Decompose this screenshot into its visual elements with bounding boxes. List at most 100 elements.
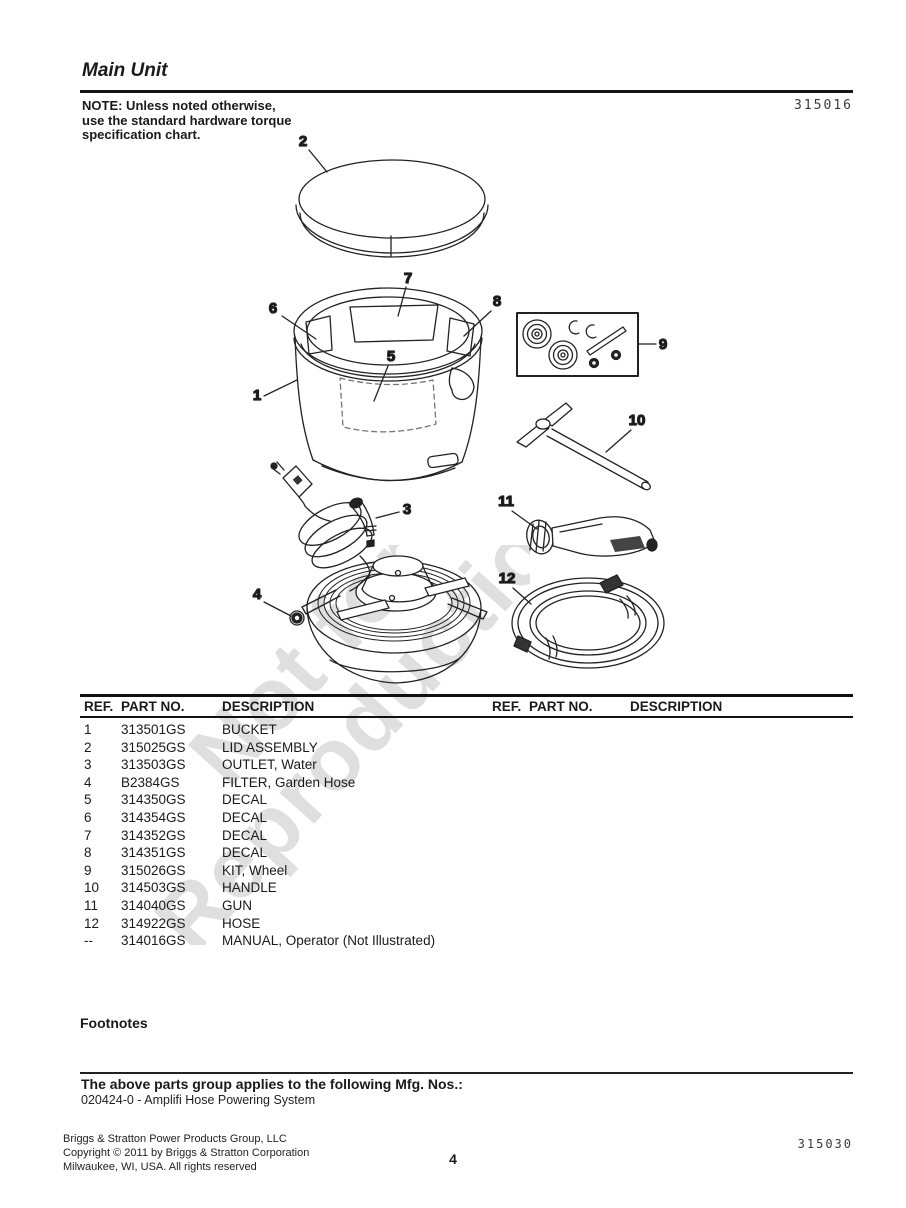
handle-drawing [516,402,651,491]
col-part-label: PART NO. [529,699,593,714]
col-desc-label: DESCRIPTION [630,699,723,714]
svg-text:4: 4 [253,586,262,603]
table-row: 3 313503GS OUTLET, Water [84,756,492,774]
wheel-kit-drawing [516,312,639,377]
table-row: 1 313501GS BUCKET [84,721,492,739]
cell-desc: BUCKET [222,722,277,737]
cell-desc: DECAL [222,827,268,843]
cell-ref: 4 [84,774,92,790]
svg-text:7: 7 [404,270,412,287]
callout-1: 1 [252,379,298,405]
cell-part: 314503GS [121,880,186,896]
cell-ref: 11 [84,897,99,913]
cell-ref: 6 [84,809,92,825]
callout-8: 8 [463,292,502,337]
cell-ref: 10 [84,880,100,896]
page-number: 4 [449,1151,457,1167]
callout-4: 4 [252,585,292,617]
table-row: 8 314351GS DECAL [84,844,492,862]
page-title: Main Unit [82,60,168,81]
parts-table: REF. PART NO. DESCRIPTION REF. PART NO. … [80,694,853,950]
cell-ref: -- [84,933,93,949]
gun-drawing [526,516,658,557]
lid-drawing [295,159,489,258]
table-row: 10 314503GS HANDLE [84,879,492,897]
cell-part: 314040GS [121,897,186,913]
svg-text:1: 1 [253,387,261,404]
svg-text:3: 3 [403,501,411,518]
torque-note: NOTE: Unless noted otherwise, use the st… [82,98,292,143]
cell-part: 313503GS [121,757,186,773]
col-ref-label: REF. [84,699,114,714]
svg-text:6: 6 [269,300,277,317]
table-row: 2 315025GS LID ASSEMBLY [84,739,492,757]
svg-text:5: 5 [387,348,395,365]
table-row: 9 315026GS KIT, Wheel [84,862,492,880]
parts-table-body: 1 313501GS BUCKET 2 315025GS LID ASSEMBL… [80,718,853,950]
cell-desc: OUTLET, Water [222,757,317,773]
col-ref-label: REF. [492,699,522,714]
cell-desc: MANUAL, Operator (Not Illustrated) [222,933,436,949]
power-cord-drawing [270,461,373,578]
cell-part: 313501GS [121,722,186,737]
cell-desc: DECAL [222,792,268,808]
svg-text:9: 9 [659,336,667,353]
callout-11: 11 [497,492,538,530]
cell-ref: 8 [84,845,92,861]
cell-part: 314922GS [121,915,186,931]
doc-number-top: 315016 [794,98,853,113]
title-rule [80,90,853,93]
parts-table-header: REF. PART NO. DESCRIPTION REF. PART NO. … [80,694,853,718]
footer-company-block: Briggs & Stratton Power Products Group, … [63,1133,310,1173]
callout-3: 3 [375,500,412,519]
mfg-applies-heading: The above parts group applies to the fol… [81,1076,463,1092]
table-row: 11 314040GS GUN [84,897,492,915]
cell-part: 315025GS [121,739,186,755]
filter-drawing [289,610,305,626]
hose-drawing [511,574,665,669]
cell-desc: LID ASSEMBLY [222,739,318,755]
svg-text:12: 12 [499,570,516,587]
table-row: 12 314922GS HOSE [84,915,492,933]
base-unit-drawing [301,555,488,684]
cell-part: 314351GS [121,845,186,861]
cell-part: 315026GS [121,862,186,878]
cell-ref: 1 [84,722,92,737]
doc-number-bottom: 315030 [797,1137,853,1151]
footnotes-heading: Footnotes [80,1015,148,1031]
cell-ref: 7 [84,827,92,843]
cell-ref: 5 [84,792,92,808]
table-row: 6 314354GS DECAL [84,809,492,827]
bucket-drawing [293,287,483,482]
cell-part: 314350GS [121,792,186,808]
outlet-drawing [349,497,377,548]
svg-text:2: 2 [299,133,307,150]
cell-part: 314354GS [121,809,186,825]
mfg-applies-item: 020424-0 - Amplifi Hose Powering System [81,1093,316,1107]
table-row: 7 314352GS DECAL [84,827,492,845]
cell-desc: KIT, Wheel [222,862,288,878]
callout-10: 10 [605,411,646,453]
callout-2: 2 [298,132,328,173]
col-desc-label: DESCRIPTION [222,699,315,714]
table-row: 4 B2384GS FILTER, Garden Hose [84,774,492,792]
svg-text:11: 11 [498,493,514,510]
callout-5: 5 [373,347,396,402]
cell-ref: 2 [84,739,92,755]
callout-6: 6 [268,299,317,340]
table-row: -- 314016GS MANUAL, Operator (Not Illust… [84,932,492,950]
footnotes-rule [80,1072,853,1074]
cell-part: 314016GS [121,933,186,949]
cell-desc: HANDLE [222,880,277,896]
cell-desc: DECAL [222,809,268,825]
cell-desc: HOSE [222,915,261,931]
header-left: REF. PART NO. DESCRIPTION [80,697,492,716]
cell-ref: 3 [84,757,92,773]
col-part-label: PART NO. [121,699,185,714]
table-row: 5 314350GS DECAL [84,791,492,809]
cell-ref: 12 [84,915,100,931]
cell-desc: DECAL [222,845,268,861]
callout-9: 9 [638,335,668,354]
